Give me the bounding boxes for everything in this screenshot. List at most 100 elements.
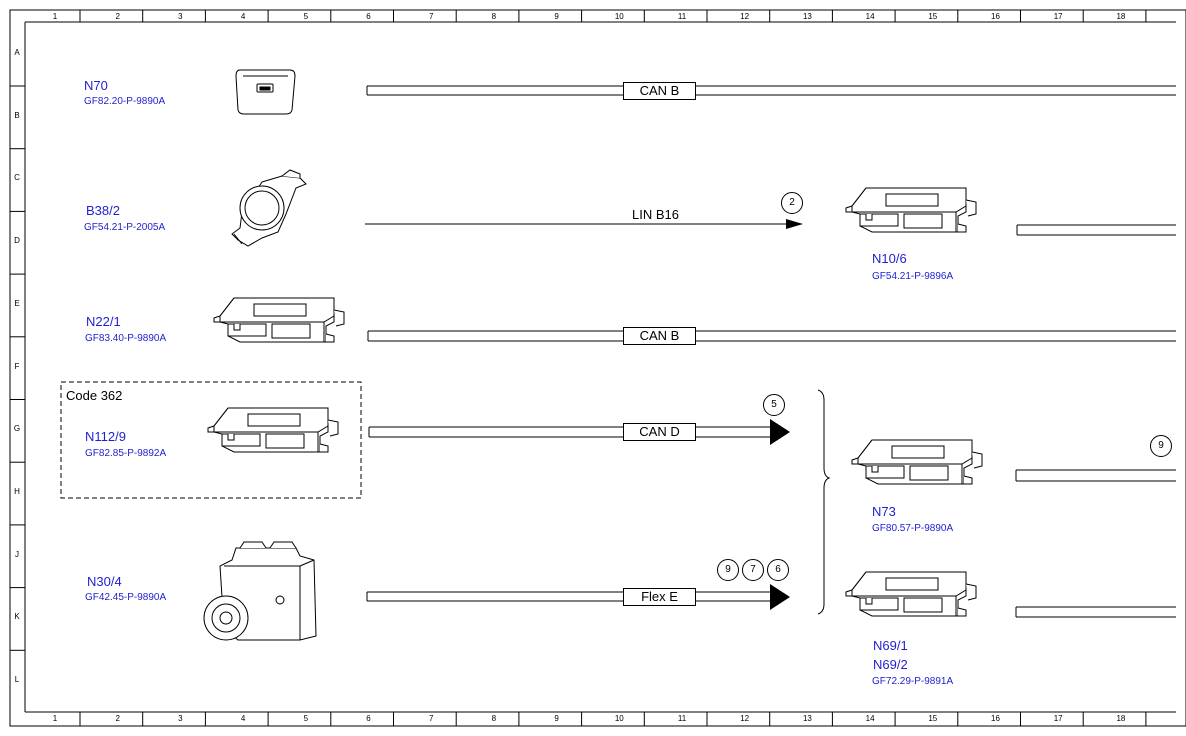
column-number-bottom: 3 xyxy=(178,714,183,723)
row-letter: E xyxy=(14,298,20,308)
column-number-top: 17 xyxy=(1053,12,1063,21)
column-number-top: 5 xyxy=(303,12,309,21)
n69-output-bus xyxy=(1015,606,1176,618)
row-letter: J xyxy=(15,549,19,559)
code-362-label: Code 362 xyxy=(66,388,123,403)
can-d-label: CAN D xyxy=(623,423,696,441)
column-number-bottom: 10 xyxy=(614,714,624,723)
column-number-bottom: 14 xyxy=(865,714,875,723)
column-number-top: 8 xyxy=(491,12,497,21)
row-letter: H xyxy=(14,486,20,496)
ref-circle-flex-2[interactable]: 7 xyxy=(742,559,764,581)
column-number-bottom: 4 xyxy=(240,714,246,723)
n112-control-unit-icon xyxy=(207,407,339,453)
column-number-top: 6 xyxy=(366,12,371,21)
n112-code: GF82.85-P-9892A xyxy=(85,448,167,459)
column-number-top: 11 xyxy=(677,12,687,21)
ref-circle-right[interactable]: 9 xyxy=(1150,435,1172,457)
row-letter: D xyxy=(14,236,20,246)
lin-b16-label: LIN B16 xyxy=(632,207,679,222)
n69-name-2: N69/2 xyxy=(873,657,908,672)
b38-name: B38/2 xyxy=(86,203,120,218)
column-number-bottom: 12 xyxy=(740,714,750,723)
n70-code: GF82.20-P-9890A xyxy=(84,96,166,107)
can-d-bus xyxy=(368,419,790,445)
n69-control-unit-icon xyxy=(845,571,977,617)
column-number-bottom: 13 xyxy=(802,714,812,723)
n10-code: GF54.21-P-9896A xyxy=(872,271,954,282)
column-number-bottom: 2 xyxy=(115,714,120,723)
column-number-top: 14 xyxy=(865,12,875,21)
column-number-top: 12 xyxy=(740,12,750,21)
ref-circle-flex-3[interactable]: 6 xyxy=(767,559,789,581)
column-number-bottom: 16 xyxy=(991,714,1000,723)
can-b-label-2: CAN B xyxy=(623,327,696,345)
column-number-bottom: 8 xyxy=(491,714,497,723)
column-number-top: 16 xyxy=(991,12,1000,21)
column-number-top: 13 xyxy=(802,12,812,21)
ref-circle-flex-1[interactable]: 9 xyxy=(717,559,739,581)
ref-circle-cand[interactable]: 5 xyxy=(763,394,785,416)
n69-name-1: N69/1 xyxy=(873,638,908,653)
sheet-frame xyxy=(9,9,1186,727)
hydraulic-unit-icon xyxy=(203,541,317,641)
column-number-top: 1 xyxy=(52,12,58,21)
column-number-bottom: 5 xyxy=(303,714,309,723)
row-letter: C xyxy=(14,173,20,183)
n30-code: GF42.45-P-9890A xyxy=(85,592,167,603)
can-b-label-1: CAN B xyxy=(623,82,696,100)
grouping-brace xyxy=(817,389,831,615)
column-number-bottom: 17 xyxy=(1053,714,1063,723)
column-number-bottom: 9 xyxy=(554,714,559,723)
column-number-top: 4 xyxy=(240,12,246,21)
n73-name: N73 xyxy=(872,504,896,519)
n70-name: N70 xyxy=(84,78,108,93)
ref-circle-lin[interactable]: 2 xyxy=(781,192,803,214)
can-b-bus-2 xyxy=(367,330,1176,342)
n73-code: GF80.57-P-9890A xyxy=(872,523,954,534)
flex-e-bus xyxy=(366,584,790,610)
row-letter: F xyxy=(14,361,20,371)
column-number-bottom: 1 xyxy=(52,714,58,723)
n10-output-bus xyxy=(1016,224,1176,236)
flex-e-arrow-head xyxy=(770,584,790,610)
n112-name: N112/9 xyxy=(85,429,126,444)
column-number-top: 9 xyxy=(554,12,559,21)
can-d-arrow-head xyxy=(770,419,790,445)
row-letter: G xyxy=(13,424,21,434)
n69-code: GF72.29-P-9891A xyxy=(872,676,954,687)
row-letter: K xyxy=(14,612,20,622)
n30-name: N30/4 xyxy=(87,574,122,589)
n10-name: N10/6 xyxy=(872,251,907,266)
row-letter: A xyxy=(14,48,20,57)
usb-socket-icon xyxy=(235,69,296,115)
column-number-bottom: 11 xyxy=(677,714,687,723)
column-number-top: 10 xyxy=(614,12,624,21)
row-letter: L xyxy=(14,675,20,684)
column-number-bottom: 7 xyxy=(428,714,434,723)
column-number-top: 15 xyxy=(928,12,938,21)
lin-arrow-head xyxy=(786,219,803,229)
n22-name: N22/1 xyxy=(86,314,121,329)
flex-e-label: Flex E xyxy=(623,588,696,606)
column-number-top: 3 xyxy=(178,12,183,21)
n22-control-unit-icon xyxy=(213,297,345,343)
can-b-bus-1 xyxy=(366,85,1176,96)
column-number-top: 18 xyxy=(1116,12,1126,21)
row-letter: B xyxy=(14,110,20,120)
n22-code: GF83.40-P-9890A xyxy=(85,333,167,344)
n73-output-bus xyxy=(1015,469,1176,482)
n73-control-unit-icon xyxy=(851,439,983,485)
b38-code: GF54.21-P-2005A xyxy=(84,222,166,233)
column-number-bottom: 6 xyxy=(366,714,371,723)
ruler-ticks xyxy=(10,10,1147,726)
column-number-top: 7 xyxy=(428,12,434,21)
column-number-bottom: 15 xyxy=(928,714,938,723)
column-number-top: 2 xyxy=(115,12,120,21)
rain-sensor-icon xyxy=(231,169,307,247)
n10-control-unit-icon xyxy=(845,187,977,233)
lin-b16-line xyxy=(365,219,803,229)
column-number-bottom: 18 xyxy=(1116,714,1126,723)
